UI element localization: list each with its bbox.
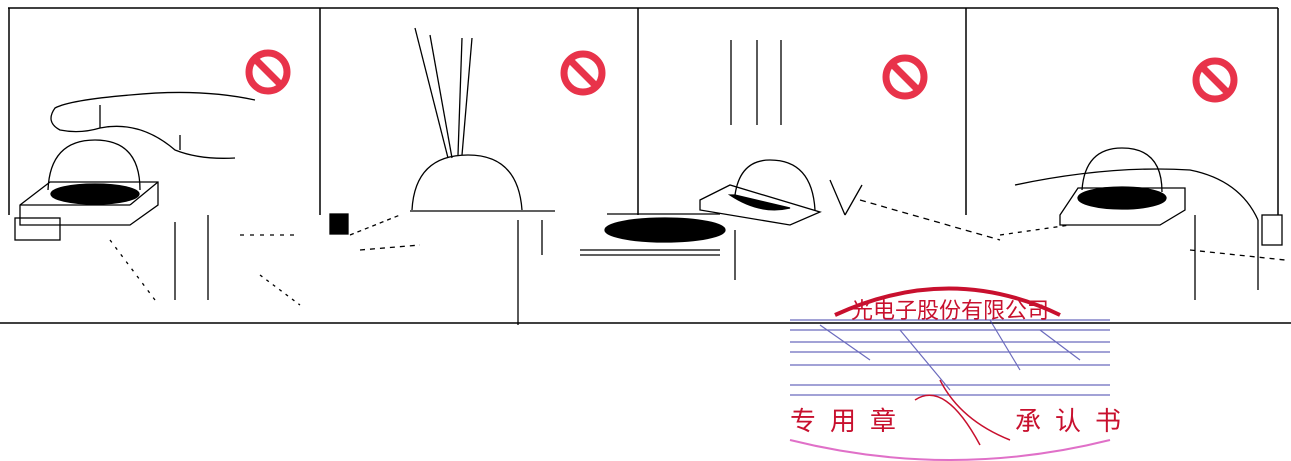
company-seal: 光电子股份有限公司 专用章 承认书	[790, 289, 1135, 461]
base-plate	[605, 218, 725, 242]
panel-pressure	[580, 40, 1000, 280]
sensor-window	[730, 195, 790, 210]
panel-finger-touch	[15, 92, 300, 305]
sensor-window	[1078, 187, 1166, 209]
prohibited-icon	[249, 53, 287, 91]
panel-frames	[0, 8, 1291, 323]
panel-cover	[1000, 148, 1285, 300]
panel-tool-poke	[330, 28, 555, 325]
prohibited-icon	[1196, 61, 1234, 99]
seal-left-text: 专用章	[790, 407, 910, 437]
prohibited-icon	[886, 58, 924, 96]
seal-right-text: 承认书	[1015, 407, 1135, 437]
prohibited-icon	[564, 54, 602, 92]
seal-arc-text: 光电子股份有限公司	[851, 299, 1049, 324]
sensor-window	[51, 184, 139, 204]
finger-outline	[51, 92, 255, 158]
dome	[412, 155, 522, 210]
